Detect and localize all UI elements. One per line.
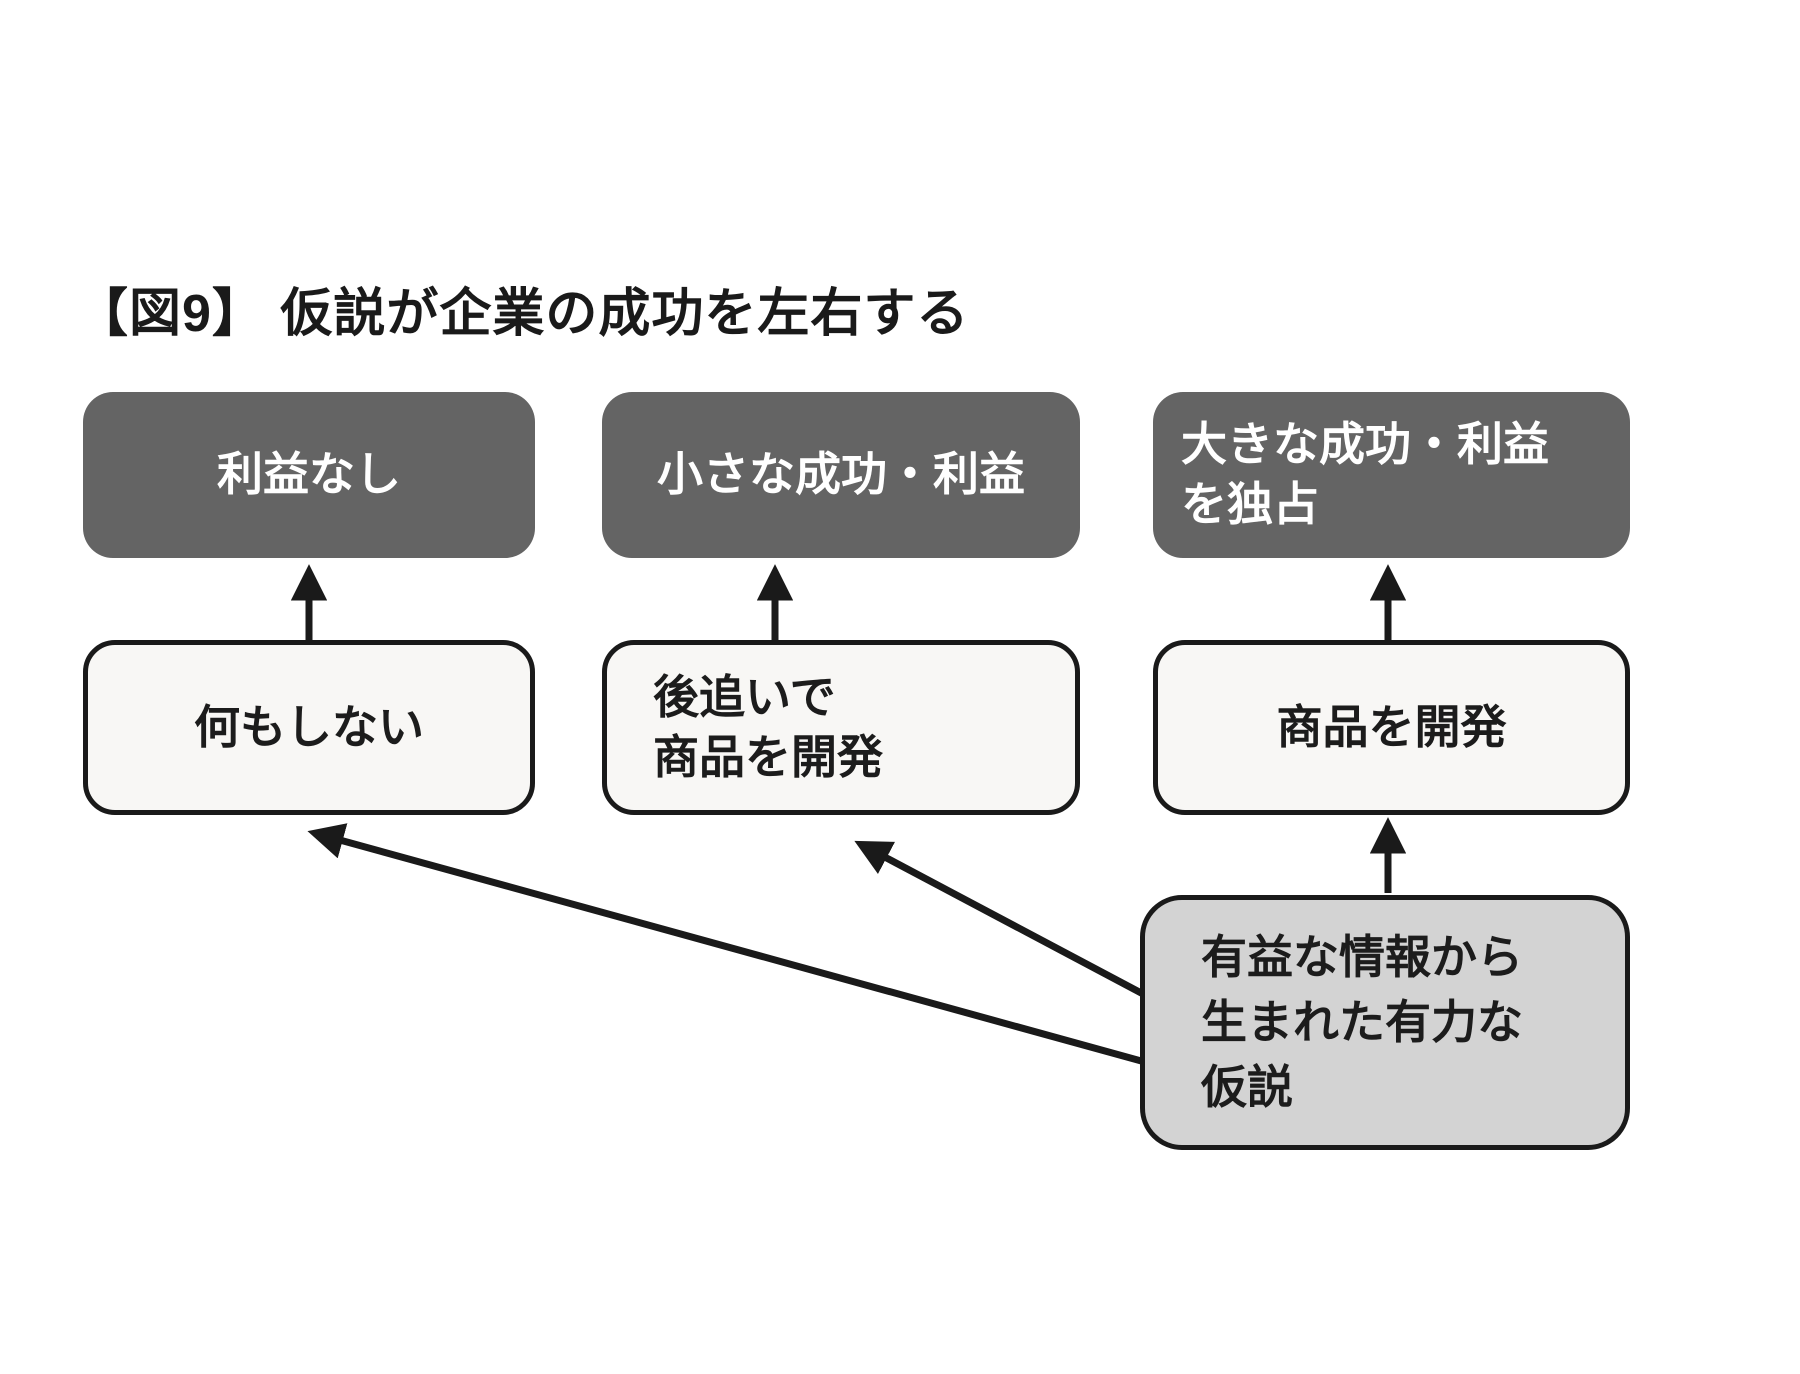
node-small-success-label: 小さな成功・利益 bbox=[657, 448, 1025, 501]
node-small-success: 小さな成功・利益 bbox=[602, 392, 1080, 558]
node-no-profit: 利益なし bbox=[83, 392, 535, 558]
node-do-nothing: 何もしない bbox=[83, 640, 535, 815]
node-develop-label: 商品を開発 bbox=[1276, 700, 1507, 753]
node-hypothesis-label: 有益な情報から 生まれた有力な 仮説 bbox=[1201, 930, 1523, 1114]
node-no-profit-label: 利益なし bbox=[217, 448, 401, 501]
node-hypothesis: 有益な情報から 生まれた有力な 仮説 bbox=[1140, 895, 1630, 1150]
figure-title: 【図9】 仮説が企業の成功を左右する bbox=[76, 285, 970, 343]
node-big-success: 大きな成功・利益 を独占 bbox=[1153, 392, 1630, 558]
node-follow-develop: 後追いで 商品を開発 bbox=[602, 640, 1080, 815]
node-follow-develop-label: 後追いで 商品を開発 bbox=[653, 670, 883, 783]
node-develop: 商品を開発 bbox=[1153, 640, 1630, 815]
node-big-success-label: 大きな成功・利益 を独占 bbox=[1181, 418, 1549, 530]
node-do-nothing-label: 何もしない bbox=[194, 700, 424, 753]
arrow-hypothesis-to-follow-develop bbox=[854, 840, 1147, 999]
arrow-hypothesis-to-do-nothing bbox=[307, 823, 1146, 1066]
